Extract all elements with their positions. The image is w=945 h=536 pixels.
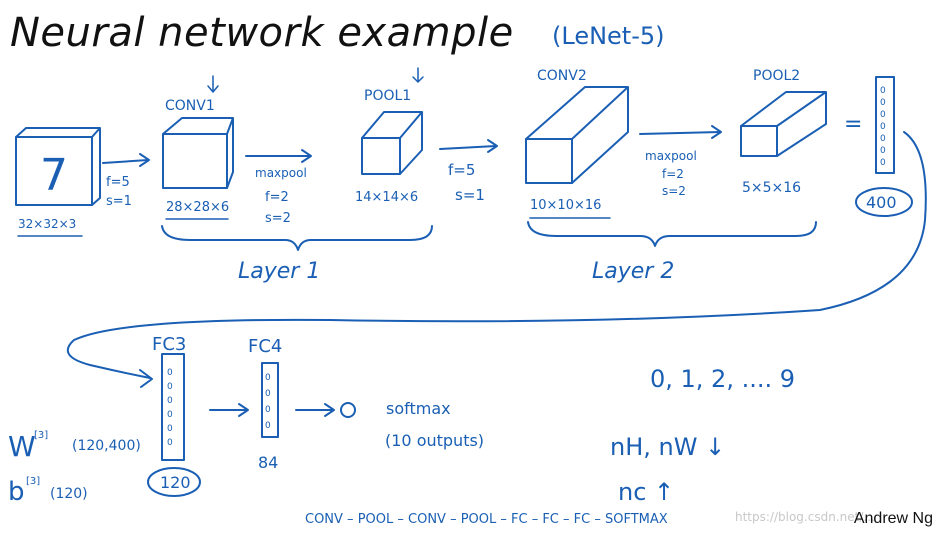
fc3-label: FC3 (152, 334, 186, 355)
pool2-volume: POOL2 5×5×16 (740, 68, 827, 196)
conv2-volume: CONV2 10×10×16 (525, 68, 629, 219)
classes-label: 0, 1, 2, .... 9 (650, 365, 795, 393)
pipeline-label: CONV – POOL – CONV – POOL – FC – FC – FC… (305, 512, 668, 527)
w3-shape: (120,400) (72, 438, 141, 454)
maxpool2-s: s=2 (662, 184, 686, 198)
layer1-label: Layer 1 (238, 259, 320, 284)
fc4-label: FC4 (248, 336, 282, 357)
slide-title: Neural network example (10, 10, 514, 56)
step2-f: f=5 (448, 161, 475, 179)
outputs-label: (10 outputs) (385, 431, 484, 450)
fc4-size: 84 (258, 453, 278, 472)
fc4-neuron: 0 (265, 421, 271, 431)
input-image: 7 32×32×3 (15, 127, 101, 237)
w3-sup: [3] (34, 430, 48, 441)
fc3-size: 120 (160, 473, 191, 492)
flatten-vector: 0 0 0 0 0 0 0 400 (855, 76, 913, 217)
w3-symbol: W (8, 430, 36, 463)
pool1-size: 14×14×6 (355, 190, 418, 205)
softmax-node (340, 402, 356, 418)
fc3-layer: FC3 0 0 0 0 0 0 120 (147, 334, 201, 497)
fc4-neuron: 0 (265, 405, 271, 415)
step1-f: f=5 (106, 175, 130, 190)
conv2-size: 10×10×16 (530, 198, 601, 213)
fc4-layer: FC4 0 0 0 0 84 (248, 336, 282, 472)
maxpool1-s: s=2 (265, 211, 291, 226)
flatten-size: 400 (866, 193, 897, 212)
step2-s: s=1 (455, 186, 485, 204)
layer2-label: Layer 2 (592, 259, 674, 284)
flat-neuron: 0 (880, 158, 886, 168)
input-digit: 7 (40, 150, 68, 201)
fc4-neuron: 0 (265, 373, 271, 383)
nc-label: nc ↑ (618, 478, 674, 506)
title-annotation: (LeNet-5) (552, 22, 665, 50)
maxpool2-label: maxpool (645, 149, 697, 163)
pool1-label: POOL1 (364, 88, 411, 104)
fc4-neuron: 0 (265, 389, 271, 399)
pool1-volume: POOL1 14×14×6 (355, 67, 424, 205)
conv1-size: 28×28×6 (166, 200, 229, 215)
author-credit: Andrew Ng (853, 510, 933, 527)
flat-neuron: 0 (880, 134, 886, 144)
maxpool1-label: maxpool (255, 166, 307, 180)
b3-shape: (120) (50, 486, 88, 502)
conv1-volume: CONV1 28×28×6 (162, 75, 234, 220)
w3-annotation: W [3] (120,400) (8, 430, 141, 463)
input-size: 32×32×3 (18, 217, 76, 231)
fc3-neuron: 0 (167, 368, 173, 378)
pool2-size: 5×5×16 (742, 180, 801, 196)
pool2-label: POOL2 (753, 68, 800, 84)
b3-symbol: b (8, 477, 25, 507)
conv1-label: CONV1 (165, 98, 215, 114)
b3-annotation: b [3] (120) (8, 476, 88, 507)
softmax-label: softmax (386, 399, 451, 418)
maxpool1-f: f=2 (265, 190, 289, 205)
watermark: https://blog.csdn.net/... (735, 510, 875, 524)
flat-neuron: 0 (880, 110, 886, 120)
fc3-neuron: 0 (167, 410, 173, 420)
maxpool2-f: f=2 (662, 167, 684, 181)
b3-sup: [3] (26, 476, 40, 487)
flatten-eq: = (844, 112, 862, 137)
flat-neuron: 0 (880, 146, 886, 156)
flat-neuron: 0 (880, 122, 886, 132)
fc3-neuron: 0 (167, 424, 173, 434)
flat-neuron: 0 (880, 98, 886, 108)
fc3-neuron: 0 (167, 438, 173, 448)
nhnw-label: nH, nW ↓ (610, 433, 725, 461)
conv2-label: CONV2 (537, 68, 587, 84)
step1-s: s=1 (106, 194, 132, 209)
fc3-neuron: 0 (167, 396, 173, 406)
fc3-neuron: 0 (167, 382, 173, 392)
flat-neuron: 0 (880, 86, 886, 96)
